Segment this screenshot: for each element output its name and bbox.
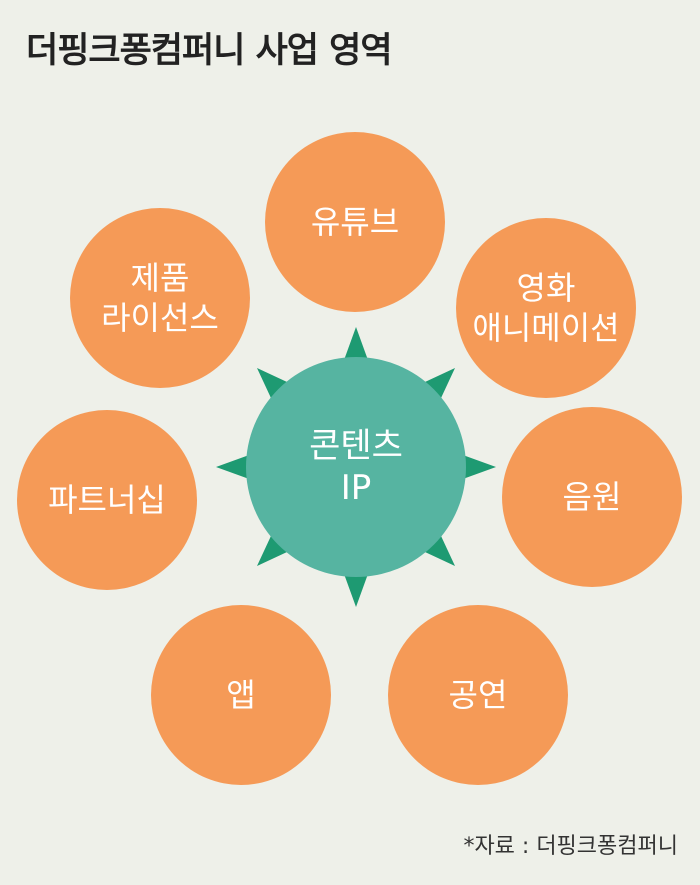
area-node-performance: 공연 — [388, 605, 568, 785]
center-spike — [257, 526, 297, 566]
diagram-title: 더핑크퐁컴퍼니 사업 영역 — [26, 31, 393, 71]
area-label: 파트너십 — [48, 481, 166, 519]
area-label-line: 영화 — [517, 269, 576, 307]
area-label-line: 제품 — [131, 259, 190, 297]
area-node-app: 앱 — [151, 605, 331, 785]
area-circle — [151, 605, 331, 785]
area-label-line: 파트너십 — [48, 481, 166, 519]
center-spike — [415, 526, 455, 566]
area-label-line: 앱 — [226, 676, 255, 714]
area-node-youtube: 유튜브 — [265, 132, 445, 312]
area-label-line: 애니메이션 — [472, 309, 619, 347]
area-label-line: 유튜브 — [311, 203, 399, 241]
center-label-line: 콘텐츠 — [309, 426, 403, 466]
area-circle — [388, 605, 568, 785]
center-spike — [415, 368, 455, 408]
area-label: 앱 — [226, 676, 255, 714]
area-label-line: 공연 — [449, 676, 508, 714]
area-label-line: 라이선스 — [101, 299, 219, 337]
source-note: *자료 : 더핑크퐁컴퍼니 — [463, 834, 678, 859]
center-label-line: IP — [341, 468, 372, 508]
area-circle — [265, 132, 445, 312]
area-label-line: 음원 — [563, 478, 622, 516]
area-circle — [17, 410, 197, 590]
area-label: 음원 — [563, 478, 622, 516]
center-circle — [246, 357, 466, 577]
area-label: 공연 — [449, 676, 508, 714]
area-label: 유튜브 — [311, 203, 399, 241]
center-spike — [257, 368, 297, 408]
area-node-partnership: 파트너십 — [17, 410, 197, 590]
area-circle — [502, 407, 682, 587]
area-circle — [70, 208, 250, 388]
area-node-music: 음원 — [502, 407, 682, 587]
area-circle — [456, 218, 636, 398]
